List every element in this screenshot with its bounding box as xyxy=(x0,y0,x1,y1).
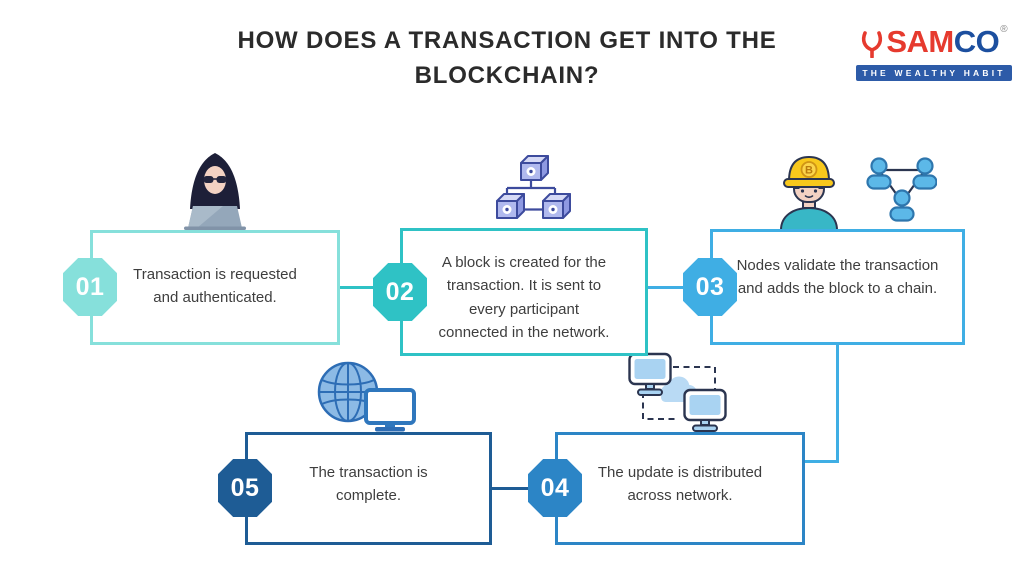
logo-text-sam: SAM xyxy=(886,24,954,59)
logo-text-co: CO xyxy=(953,24,1000,59)
step-3-text: Nodes validate the transaction and adds … xyxy=(736,257,939,298)
step-4-number: 04 xyxy=(540,473,570,502)
step-2-text: A block is created for the transaction. … xyxy=(438,254,610,341)
connector-step3-down xyxy=(836,344,839,463)
connector-step3-step4 xyxy=(805,460,839,463)
step-3-box: Nodes validate the transaction and adds … xyxy=(710,229,965,345)
step-1-box: Transaction is requested and authenticat… xyxy=(90,230,340,345)
step-4-number-badge: 04 xyxy=(528,459,582,517)
linked-blocks-icon xyxy=(493,150,577,235)
globe-computer-icon xyxy=(316,358,420,437)
svg-text:B: B xyxy=(805,165,813,177)
step-4-box: The update is distributed across network… xyxy=(555,432,805,545)
step-1-number: 01 xyxy=(75,272,105,301)
step-5-number: 05 xyxy=(230,473,260,502)
step-2-number-badge: 02 xyxy=(373,263,427,321)
step-5-number-badge: 05 xyxy=(218,459,272,517)
miner-and-network-icon: B xyxy=(775,150,938,235)
computers-cloud-sync-icon xyxy=(628,352,728,437)
step-2-box: A block is created for the transaction. … xyxy=(400,228,648,356)
hacker-at-laptop-icon xyxy=(177,151,253,236)
step-3-number: 03 xyxy=(695,272,725,301)
page-title: HOW DOES A TRANSACTION GET INTO THE BLOC… xyxy=(237,27,777,89)
samco-bull-icon xyxy=(860,30,884,63)
connector-step4-step5 xyxy=(490,487,532,490)
step-1-number-badge: 01 xyxy=(63,258,117,316)
step-5-box: The transaction is complete. xyxy=(245,432,492,545)
registered-mark: ® xyxy=(1000,24,1008,35)
step-4-text: The update is distributed across network… xyxy=(597,464,763,505)
step-5-text: The transaction is complete. xyxy=(309,464,428,505)
step-3-number-badge: 03 xyxy=(683,258,737,316)
logo-tagline: THE WEALTHY HABIT xyxy=(856,65,1012,81)
connector-step2-step3 xyxy=(648,286,688,289)
samco-logo: SAM CO ® THE WEALTHY HABIT xyxy=(856,24,1012,81)
connector-step1-step2 xyxy=(340,286,378,289)
step-1-text: Transaction is requested and authenticat… xyxy=(133,266,297,307)
step-2-number: 02 xyxy=(385,277,415,306)
